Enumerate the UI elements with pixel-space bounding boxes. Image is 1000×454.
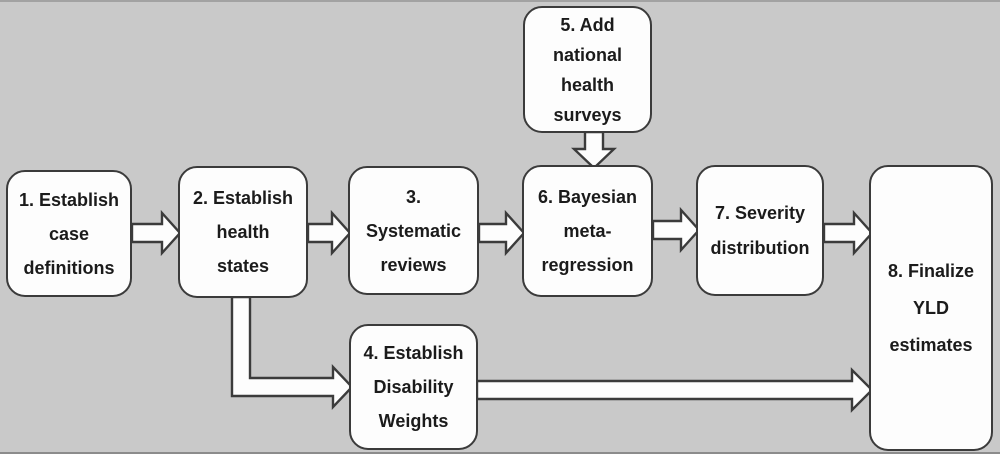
node-label-line: estimates — [889, 334, 973, 355]
connector-3-to-6 — [477, 209, 526, 257]
node-label-line: distribution — [710, 237, 810, 258]
connector-2-to-3 — [306, 209, 352, 257]
node-label-line: Disability — [373, 377, 454, 397]
node-label-line: states — [216, 256, 270, 276]
node-establish-health-states: 2. Establish health states — [178, 166, 308, 298]
node-label-line: health — [560, 74, 614, 95]
node-label-line: 8. Finalize — [887, 260, 975, 281]
node-label-line: Systematic — [365, 220, 462, 241]
connector-1-to-2 — [130, 209, 182, 257]
connector-4-to-8 — [475, 367, 874, 413]
node-label-line: YLD — [913, 297, 949, 318]
connector-7-to-8 — [822, 209, 874, 257]
node-label-line: national — [552, 44, 622, 65]
node-systematic-reviews: 3. Systematic reviews — [348, 166, 479, 295]
node-label-line: 7. Severity — [714, 202, 806, 223]
connector-2-to-4 — [230, 295, 354, 411]
node-label-line: 2. Establish — [192, 188, 294, 208]
node-label-line: 5. Add — [560, 14, 615, 35]
node-label-line: reviews — [380, 254, 447, 275]
node-label-line: 4. Establish — [363, 343, 464, 363]
node-label-line: health — [216, 222, 270, 242]
node-severity-distribution: 7. Severity distribution — [696, 165, 824, 296]
node-establish-case-definitions: 1. Establish case definitions — [6, 170, 132, 297]
node-label-line: meta- — [563, 221, 612, 241]
node-finalize-yld-estimates: 8. Finalize YLD estimates — [869, 165, 993, 451]
node-label-line: Weights — [378, 411, 449, 431]
node-label-line: case — [48, 223, 90, 244]
connector-5-to-6 — [570, 130, 618, 170]
node-add-national-health-surveys: 5. Add national health surveys — [523, 6, 652, 133]
node-label-line: regression — [541, 255, 634, 275]
node-label-line: 1. Establish — [18, 189, 120, 210]
node-label-line: 6. Bayesian — [537, 187, 638, 207]
connector-6-to-7 — [651, 206, 701, 254]
node-label-line: surveys — [553, 104, 622, 125]
node-label-line: definitions — [23, 257, 115, 278]
node-bayesian-meta-regression: 6. Bayesian meta- regression — [522, 165, 653, 297]
node-establish-disability-weights: 4. Establish Disability Weights — [349, 324, 478, 450]
node-label-line: 3. — [405, 186, 421, 207]
